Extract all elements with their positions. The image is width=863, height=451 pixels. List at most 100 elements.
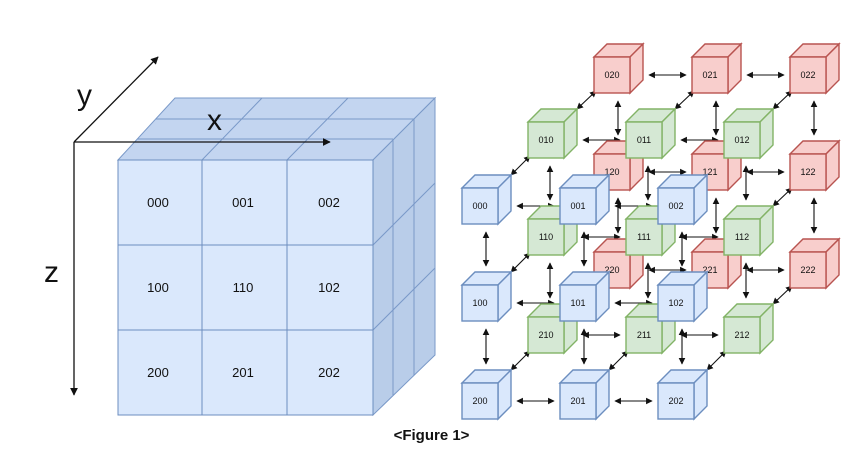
node-blue: 000	[460, 173, 513, 226]
node-front-face	[625, 218, 663, 256]
node-front-face	[657, 187, 695, 225]
x-axis-label: x	[207, 104, 222, 137]
node-blue: 102	[656, 270, 709, 323]
grid-cell	[201, 329, 288, 416]
node-front-face	[593, 56, 631, 94]
link-arrow	[576, 90, 597, 110]
node-label: 200	[472, 396, 487, 406]
y-axis-label: y	[77, 79, 92, 112]
grid-cell-label: 202	[318, 365, 340, 380]
link-arrow	[674, 90, 695, 110]
node-label: 111	[637, 232, 651, 242]
grid-cell-label: 000	[147, 195, 169, 210]
node-front-face	[723, 316, 761, 354]
node-label: 210	[538, 330, 553, 340]
link-arrow	[772, 187, 793, 207]
grid-cell-label: 110	[233, 280, 254, 295]
link-arrow	[510, 252, 531, 273]
node-red: 120	[592, 139, 645, 192]
node-green: 010	[526, 107, 579, 160]
node-front-face	[657, 284, 695, 322]
grid-cell	[286, 329, 374, 416]
node-blue: 001	[558, 173, 611, 226]
node-green: 012	[722, 107, 775, 160]
big-cube: 000 001 002 100 110 102 200 201 202	[116, 96, 437, 417]
grid-cell-label: 201	[232, 365, 254, 380]
y-axis-arrow	[73, 56, 159, 143]
node-label: 012	[734, 135, 749, 145]
node-front-face	[559, 382, 597, 420]
big-cube-front-face	[117, 159, 374, 416]
node-green: 112	[722, 204, 775, 257]
node-red: 021	[690, 42, 743, 95]
grid-cell-label: 200	[147, 365, 169, 380]
node-label: 022	[800, 70, 815, 80]
node-label: 102	[668, 298, 683, 308]
node-label: 011	[637, 135, 651, 145]
node-front-face	[789, 56, 827, 94]
node-front-face	[723, 121, 761, 159]
link-arrow	[706, 350, 727, 371]
link-arrow	[772, 90, 793, 110]
node-front-face	[527, 218, 565, 256]
node-label: 202	[668, 396, 683, 406]
figure-caption: <Figure 1>	[393, 427, 470, 444]
node-front-face	[461, 382, 499, 420]
big-cube-side-grid	[372, 119, 436, 395]
grid-cell	[117, 329, 203, 416]
node-label: 010	[538, 135, 553, 145]
node-label: 000	[472, 201, 487, 211]
node-blue: 202	[656, 368, 709, 421]
node-label: 112	[735, 232, 749, 242]
node-label: 221	[702, 265, 717, 275]
z-axis-label: z	[44, 256, 59, 289]
node-green: 011	[624, 107, 677, 160]
node-front-face	[625, 121, 663, 159]
node-blue: 200	[460, 368, 513, 421]
grid-cell-labels: 000 001 002 100 110 102 200 201 202	[147, 195, 340, 380]
node-blue: 100	[460, 270, 513, 323]
node-label: 220	[604, 265, 619, 275]
node-label: 120	[604, 167, 619, 177]
node-front-face	[789, 153, 827, 191]
node-front-face	[559, 187, 597, 225]
node-front-face	[461, 284, 499, 322]
link-arrow	[510, 350, 531, 371]
node-label: 021	[702, 70, 717, 80]
node-red: 222	[788, 237, 841, 290]
node-front-face	[527, 316, 565, 354]
grid-cell-label: 002	[318, 195, 340, 210]
node-red: 122	[788, 139, 841, 192]
big-cube-top-grid	[137, 97, 414, 161]
node-front-face	[625, 316, 663, 354]
node-label: 002	[668, 201, 683, 211]
node-green: 212	[722, 302, 775, 355]
node-label: 020	[604, 70, 619, 80]
node-label: 001	[570, 201, 585, 211]
node-label: 100	[472, 298, 487, 308]
node-red: 022	[788, 42, 841, 95]
node-label: 212	[734, 330, 749, 340]
node-front-face	[657, 382, 695, 420]
node-label: 121	[702, 167, 717, 177]
node-front-face	[723, 218, 761, 256]
node-front-face	[789, 251, 827, 289]
node-front-face	[527, 121, 565, 159]
node-label: 211	[637, 330, 651, 340]
grid-cell	[201, 244, 288, 331]
node-label: 201	[570, 396, 585, 406]
lattice-nodes: 020 021 022 120 121 122 220 221 222 010 011 012 110 1…	[460, 42, 841, 421]
grid-cell-label: 001	[232, 195, 254, 210]
node-label: 110	[539, 232, 553, 242]
node-label: 101	[570, 298, 585, 308]
node-label: 122	[800, 167, 815, 177]
link-arrow	[772, 285, 793, 305]
node-front-face	[461, 187, 499, 225]
grid-cell-label: 102	[318, 280, 340, 295]
node-blue: 101	[558, 270, 611, 323]
node-front-face	[691, 56, 729, 94]
link-arrow	[608, 350, 629, 371]
node-label: 222	[800, 265, 815, 275]
